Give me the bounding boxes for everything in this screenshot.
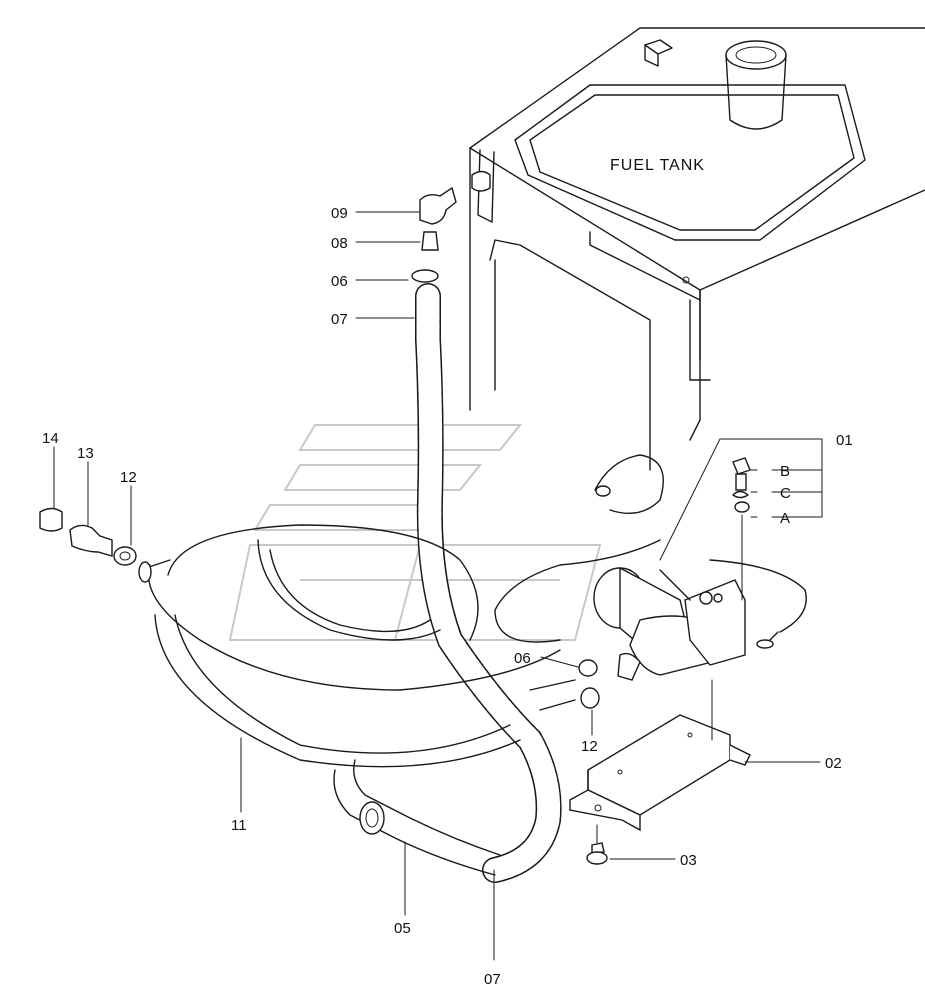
part-label-08: 08	[331, 235, 348, 252]
mounting-bracket	[569, 679, 751, 832]
part-label-05: 05	[394, 920, 411, 937]
fuel-pump	[593, 566, 746, 681]
sub-label-b: B	[780, 463, 790, 480]
part-label-09: 09	[331, 205, 348, 222]
pump-clamps	[578, 659, 600, 709]
wire-harness	[494, 454, 807, 649]
part-label-06-pump: 06	[514, 650, 531, 667]
part-label-11: 11	[231, 817, 247, 834]
part-label-02: 02	[825, 755, 842, 772]
hose-coil	[138, 524, 576, 876]
part-label-12-pump: 12	[581, 738, 598, 755]
sub-label-c: C	[780, 485, 791, 502]
sub-label-a: A	[780, 510, 790, 527]
part-label-03: 03	[680, 852, 697, 869]
bolt-washer-set	[732, 457, 751, 601]
hose-clamp	[359, 801, 385, 835]
part-label-07-top: 07	[331, 311, 348, 328]
part-label-14: 14	[42, 430, 59, 447]
fuel-tank-label: FUEL TANK	[610, 157, 705, 174]
top-fittings	[411, 170, 491, 302]
fuel-tank	[469, 27, 925, 471]
corrugated-hose	[415, 283, 562, 883]
part-label-13: 13	[77, 445, 94, 462]
part-label-07-bottom: 07	[484, 971, 501, 988]
part-label-06-top: 06	[331, 273, 348, 290]
filler-neck	[725, 40, 787, 130]
part-label-01: 01	[836, 432, 853, 449]
left-fittings	[39, 507, 137, 566]
watermark-logo	[228, 424, 602, 641]
leader-lines	[53, 211, 823, 961]
bolt	[586, 824, 608, 865]
part-label-12-left: 12	[120, 469, 137, 486]
